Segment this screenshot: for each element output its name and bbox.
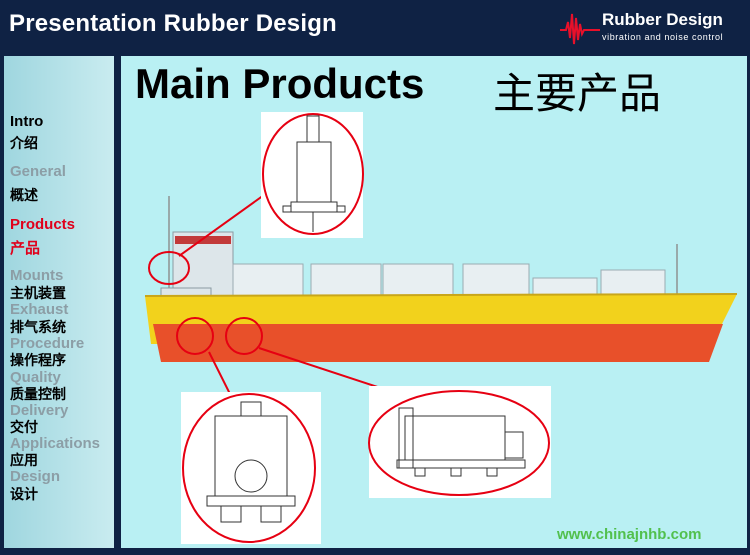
sidebar-item[interactable]: Delivery xyxy=(10,402,69,419)
sidebar-item[interactable]: 质量控制 xyxy=(10,387,66,403)
sidebar-item[interactable]: 设计 xyxy=(10,487,38,503)
sidebar-item[interactable]: 概述 xyxy=(10,188,38,204)
slide-title-chinese: 主要产品 xyxy=(493,69,662,118)
sidebar-item[interactable]: 应用 xyxy=(10,453,38,469)
slide-content: Main Products 主要产品 xyxy=(121,56,747,548)
watermark: www.chinajnhb.com xyxy=(557,526,702,543)
sidebar-item[interactable]: 主机装置 xyxy=(10,286,66,302)
slide-title: Main Products xyxy=(135,60,425,107)
sidebar-item[interactable]: Applications xyxy=(10,435,101,452)
sidebar-item[interactable]: Mounts xyxy=(10,267,64,284)
sidebar-item[interactable]: 操作程序 xyxy=(10,353,66,369)
sidebar-item[interactable]: Quality xyxy=(10,369,61,386)
logo-tagline: vibration and noise control xyxy=(602,32,724,42)
sidebar-item[interactable]: 交付 xyxy=(10,420,38,436)
sidebar-item[interactable]: 排气系统 xyxy=(10,320,66,336)
sidebar-item[interactable]: Procedure xyxy=(10,335,85,352)
logo-name: Rubber Design xyxy=(602,10,723,29)
presentation-title: Presentation Rubber Design xyxy=(9,10,337,37)
container-ship-illustration xyxy=(144,112,738,544)
sidebar-item[interactable]: Intro xyxy=(10,113,44,130)
sidebar-item[interactable]: 产品 xyxy=(10,240,41,257)
sidebar-item[interactable]: Design xyxy=(10,468,61,485)
sidebar-item[interactable]: Products xyxy=(10,216,76,233)
title-bar: Presentation Rubber Design Rubber Design… xyxy=(0,0,750,54)
sidebar-item[interactable]: 介绍 xyxy=(10,136,38,152)
sidebar-item[interactable]: Exhaust xyxy=(10,301,69,318)
sidebar xyxy=(4,56,114,548)
rubber-design-logo: Rubber Design vibration and noise contro… xyxy=(560,8,740,50)
rubber-design-wave-logo-icon xyxy=(560,13,600,45)
sidebar-item[interactable]: General xyxy=(10,163,66,180)
